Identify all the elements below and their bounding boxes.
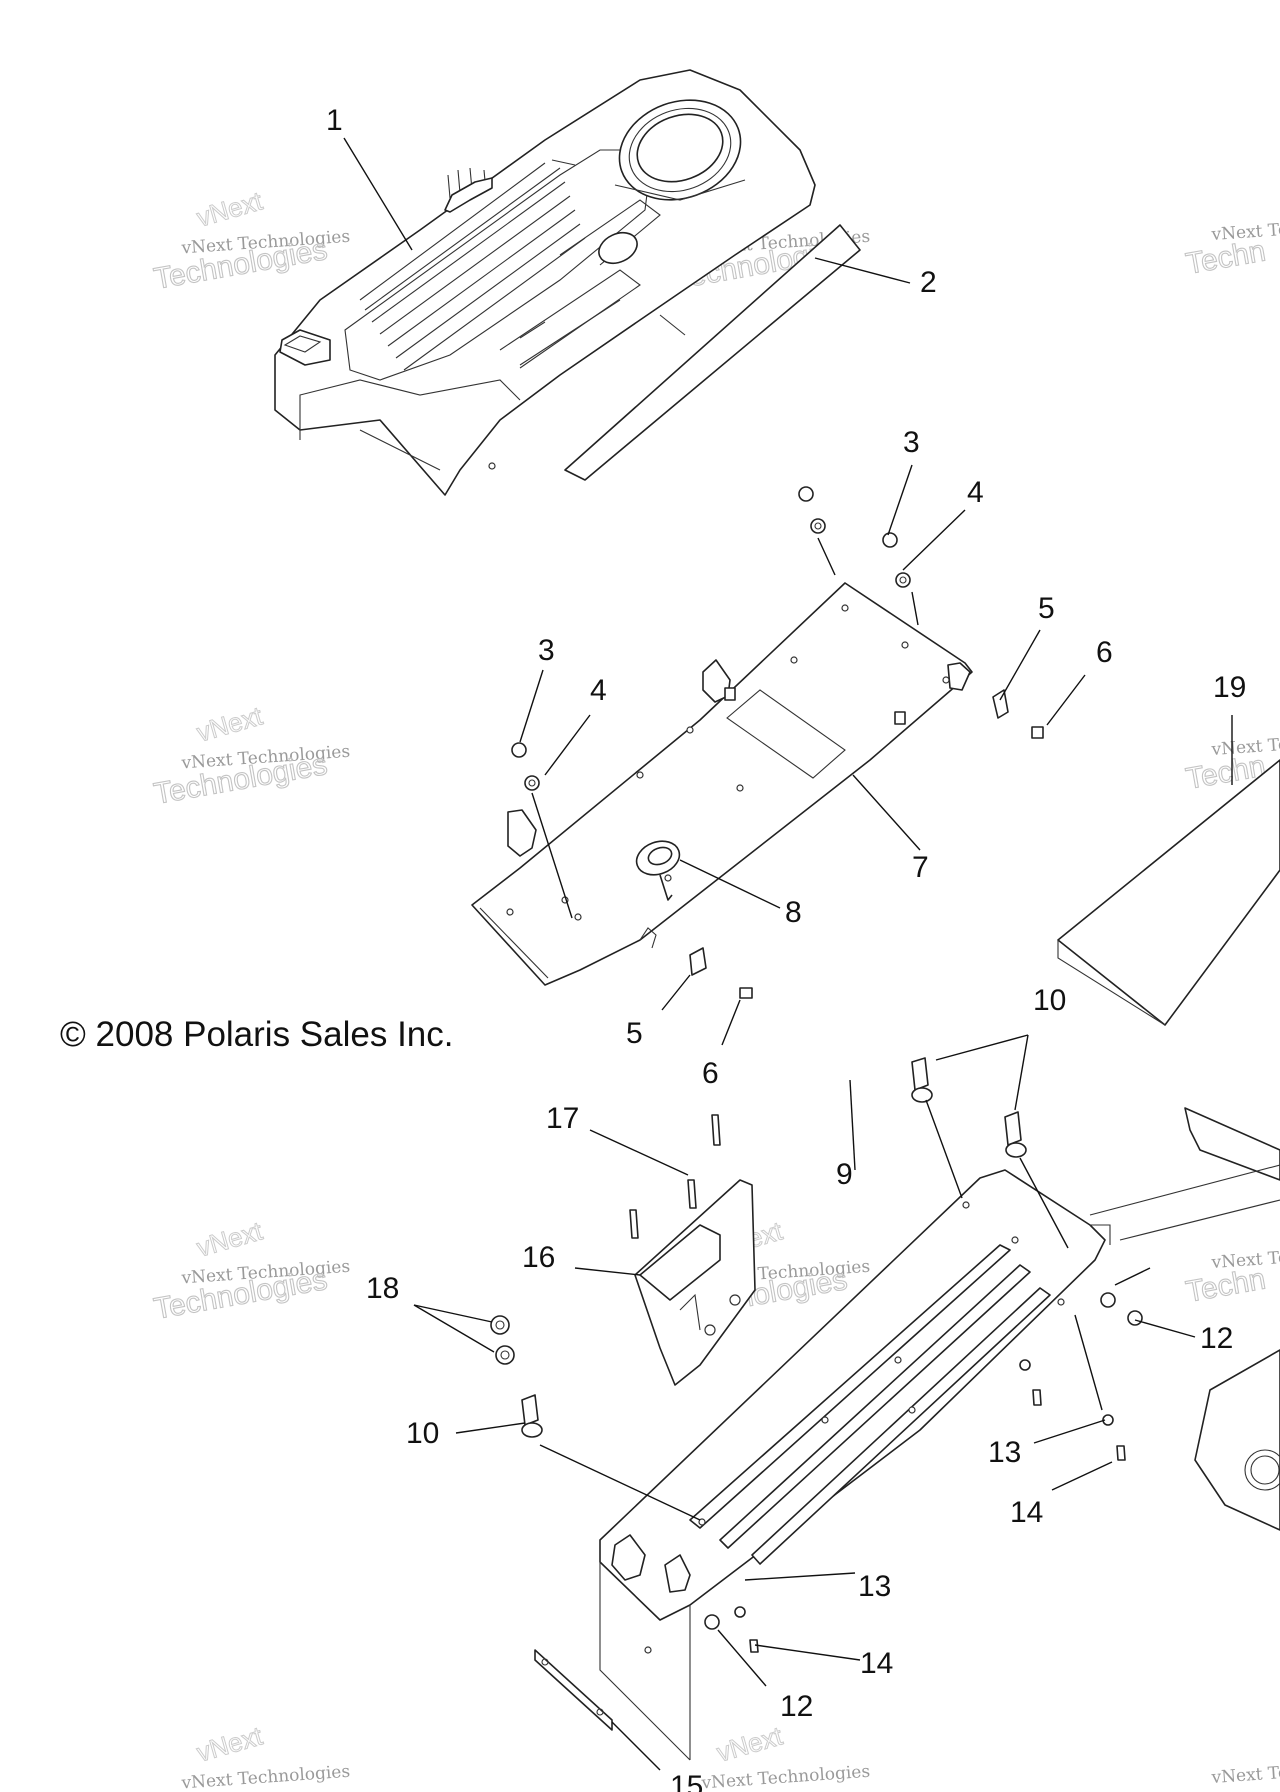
callout-12: 12 (780, 1690, 813, 1723)
watermark-edge: vNext Tec Techn (1183, 1247, 1280, 1309)
svg-text:vNext Tec: vNext Tec (1210, 219, 1280, 245)
foam-block-part-19 (1057, 759, 1280, 1026)
callout-2: 2 (920, 266, 937, 299)
svg-text:vNext: vNext (193, 1215, 266, 1262)
callout-1: 1 (326, 104, 343, 137)
leader-lines (343, 137, 1233, 1771)
frame-fragment (1089, 1107, 1280, 1531)
floor-pan-part-9 (599, 1169, 1111, 1761)
base-plate-part-7 (471, 582, 973, 986)
callout-12: 12 (1200, 1322, 1233, 1355)
svg-text:vNext: vNext (193, 1720, 266, 1767)
callout-7: 7 (912, 851, 929, 884)
svg-text:vNext: vNext (193, 185, 266, 232)
callout-13: 13 (988, 1436, 1021, 1469)
fasteners-lower (490, 1057, 1143, 1653)
callout-3: 3 (538, 634, 555, 667)
svg-text:Techn: Techn (1183, 1262, 1268, 1308)
callout-18: 18 (366, 1272, 399, 1305)
hinge-plate-part-16 (634, 1179, 756, 1386)
callout-3: 3 (903, 426, 920, 459)
callout-5: 5 (1038, 592, 1055, 625)
callout-4: 4 (590, 674, 607, 707)
svg-text:vNext Tec: vNext Tec (1210, 1762, 1280, 1788)
watermark: vNext vNext Technologies (180, 1720, 351, 1792)
svg-text:vNext: vNext (193, 700, 266, 747)
callout-9: 9 (836, 1158, 853, 1191)
callout-6: 6 (1096, 636, 1113, 669)
copyright-text: © 2008 Polaris Sales Inc. (60, 1015, 454, 1054)
callout-17: 17 (546, 1102, 579, 1135)
fasteners-upper (511, 486, 1044, 999)
hose-clamp-part-8 (635, 840, 681, 901)
callout-8: 8 (785, 896, 802, 929)
watermark: vNext vNext Technologies (700, 1720, 871, 1792)
callout-19: 19 (1213, 671, 1246, 704)
svg-text:vNext Tec: vNext Tec (1210, 734, 1280, 760)
svg-text:Techn: Techn (1183, 234, 1268, 280)
callout-10: 10 (1033, 984, 1066, 1017)
callout-4: 4 (967, 476, 984, 509)
svg-text:vNext: vNext (713, 1720, 786, 1767)
callout-6: 6 (702, 1057, 719, 1090)
svg-text:vNext Tec: vNext Tec (1210, 1247, 1280, 1273)
console-cover-part-1 (274, 69, 861, 496)
bracket-part-15 (534, 1649, 613, 1731)
callout-labels: 1 2 3 4 3 4 5 6 19 7 8 5 6 10 17 9 16 18… (326, 104, 1246, 1792)
watermark-edge: vNext Tec Techn (1183, 219, 1280, 281)
watermark: vNext vNext Technologies Technologies (151, 185, 351, 297)
watermark-edge: vNext Tec (1210, 1762, 1280, 1788)
callout-15: 15 (670, 1770, 703, 1792)
callout-14: 14 (1010, 1496, 1043, 1529)
callout-5: 5 (626, 1017, 643, 1050)
callout-10: 10 (406, 1417, 439, 1450)
callout-16: 16 (522, 1241, 555, 1274)
callout-14: 14 (860, 1647, 893, 1680)
watermark: vNext vNext Technologies Technologies (151, 700, 351, 812)
callout-13: 13 (858, 1570, 891, 1603)
watermark: vNext vNext Technologies Technologies (151, 1215, 351, 1327)
